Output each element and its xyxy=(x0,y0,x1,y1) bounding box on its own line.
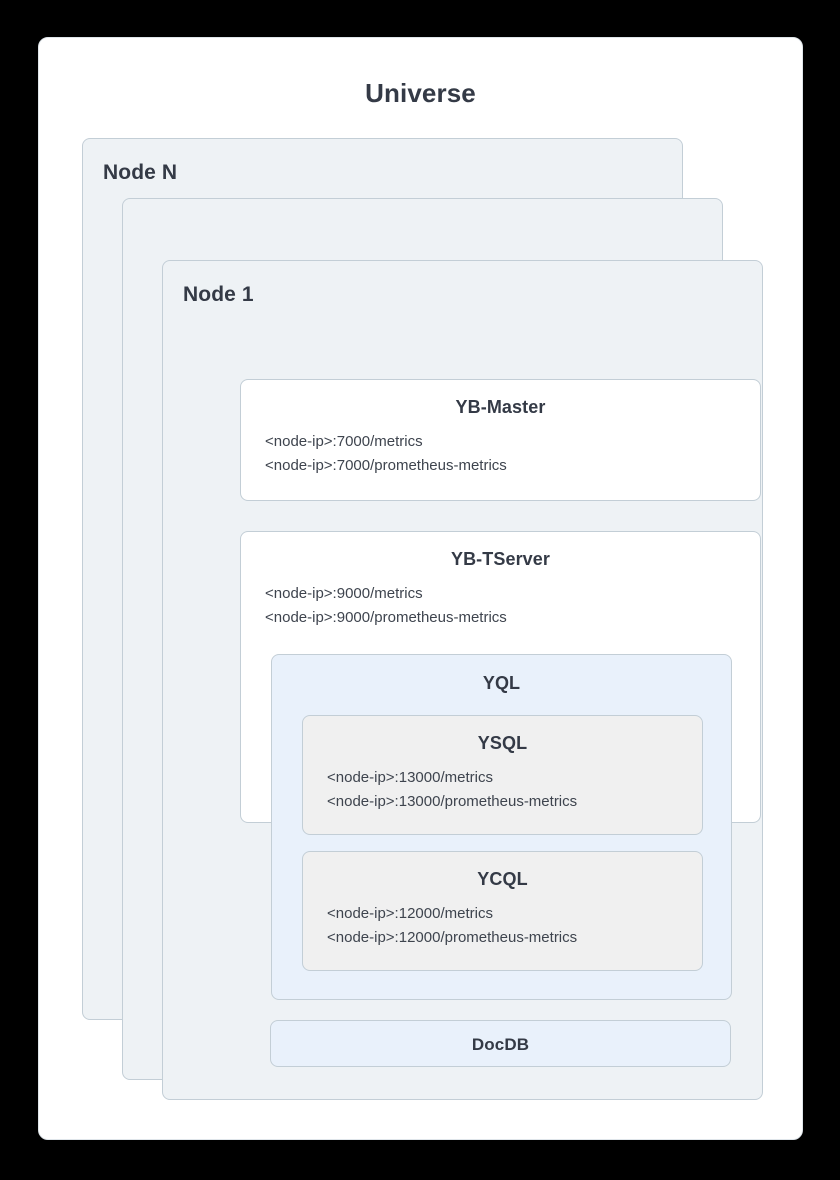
endpoint-item: <node-ip>:7000/metrics xyxy=(265,433,423,450)
endpoint-item: <node-ip>:9000/prometheus-metrics xyxy=(265,609,507,626)
endpoint-item: <node-ip>:13000/prometheus-metrics xyxy=(327,793,578,810)
yb-tserver-title: YB-TServer xyxy=(450,549,551,569)
ycql-title: YCQL xyxy=(477,869,528,889)
universe-panel: Universe Node N ... Node 1 YB-Master <no… xyxy=(38,37,803,1140)
ysql-box: YSQL <node-ip>:13000/metrics <node-ip>:1… xyxy=(302,715,703,835)
ycql-box: YCQL <node-ip>:12000/metrics <node-ip>:1… xyxy=(302,851,703,971)
endpoint-item: <node-ip>:13000/metrics xyxy=(327,769,493,786)
universe-title: Universe xyxy=(365,78,476,108)
yb-tserver-endpoint-list: <node-ip>:9000/metrics <node-ip>:9000/pr… xyxy=(265,582,760,630)
yb-master-box: YB-Master <node-ip>:7000/metrics <node-i… xyxy=(240,379,761,501)
yql-box: YQL YSQL <node-ip>:13000/metrics <node-i… xyxy=(271,654,732,1000)
docdb-box: DocDB xyxy=(270,1020,731,1067)
yql-title: YQL xyxy=(482,673,521,693)
endpoint-item: <node-ip>:12000/prometheus-metrics xyxy=(327,929,578,946)
ysql-endpoint-list: <node-ip>:13000/metrics <node-ip>:13000/… xyxy=(327,766,702,814)
endpoint-item: <node-ip>:9000/metrics xyxy=(265,585,423,602)
ysql-title: YSQL xyxy=(477,733,528,753)
yb-master-endpoint-list: <node-ip>:7000/metrics <node-ip>:7000/pr… xyxy=(265,430,760,478)
yb-tserver-box: YB-TServer <node-ip>:9000/metrics <node-… xyxy=(240,531,761,1000)
node-card-label-node-1: Node 1 xyxy=(183,283,254,306)
docdb-title: DocDB xyxy=(471,1035,530,1054)
endpoint-item: <node-ip>:12000/metrics xyxy=(327,905,493,922)
ycql-endpoint-list: <node-ip>:12000/metrics <node-ip>:12000/… xyxy=(327,902,702,950)
node-card-label-node-n: Node N xyxy=(103,161,178,184)
node-card-node-1: Node 1 YB-Master <node-ip>:7000/metrics … xyxy=(162,260,763,1100)
yb-master-title: YB-Master xyxy=(455,397,546,417)
endpoint-item: <node-ip>:7000/prometheus-metrics xyxy=(265,457,507,474)
